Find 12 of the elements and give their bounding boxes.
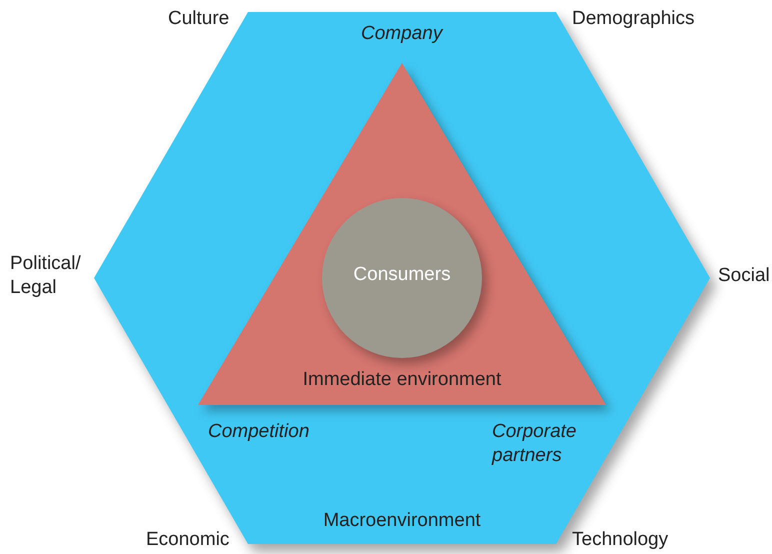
node-label: Immediate environment bbox=[302, 369, 502, 391]
factor-label: Corporate partners bbox=[492, 420, 578, 468]
factor-label: Technology bbox=[572, 528, 668, 552]
node-label: Macroenvironment bbox=[322, 510, 482, 532]
factor-label: Demographics bbox=[572, 7, 694, 31]
factor-label: Culture bbox=[168, 7, 230, 31]
node-label: Consumers bbox=[352, 264, 452, 286]
factor-label: Company bbox=[361, 22, 442, 46]
factor-label: Social bbox=[718, 264, 770, 288]
factor-label: Political/ Legal bbox=[10, 252, 82, 300]
factor-label: Economic bbox=[146, 528, 230, 552]
factor-label: Competition bbox=[208, 420, 310, 444]
